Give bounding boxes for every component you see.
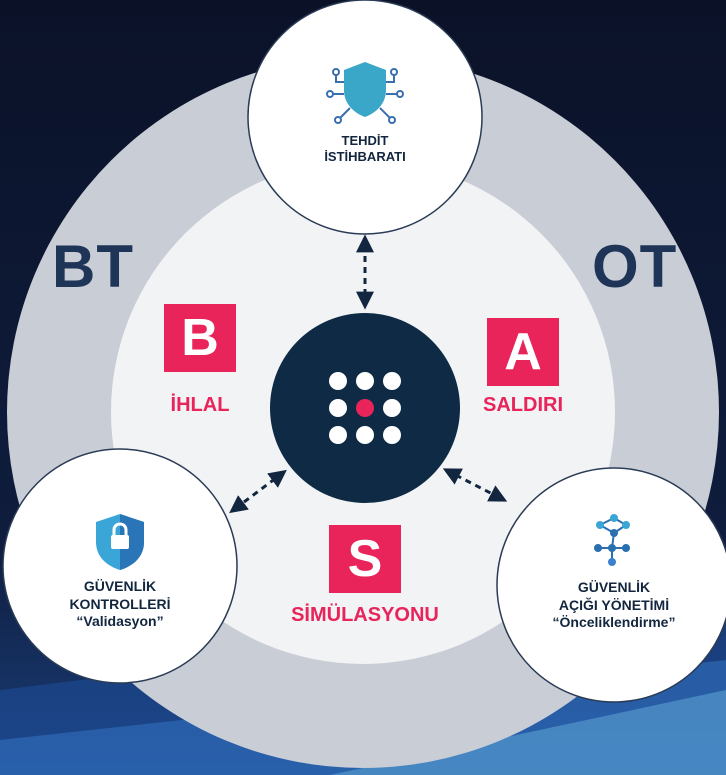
side-label-ot: OT [592,233,678,300]
left-node-line3: “Validasyon” [76,613,164,629]
network-nodes-dots [594,514,630,566]
right-node-label: GÜVENLİK AÇIĞI YÖNETİMİ “Önceliklendirme… [524,579,704,632]
top-node-line2: İSTİHBARATI [324,149,406,165]
right-node-line1: GÜVENLİK [577,579,651,595]
letter-b: B [164,304,236,372]
side-label-bt: BT [52,233,134,300]
right-node [496,467,726,703]
dot-grid-icon [329,372,401,444]
word-ihlal: İHLAL [170,394,230,416]
top-node-label: TEHDİT İSTİHBARATI [285,133,445,166]
letter-a: A [487,318,559,386]
word-saldiri: SALDIRI [483,394,563,416]
shield-lock-icon [96,514,144,570]
letter-s: S [329,525,401,593]
left-node-line1: GÜVENLİK [83,578,157,594]
right-node-line3: “Önceliklendirme” [552,614,676,630]
word-simulasyonu: SİMÜLASYONU [291,604,439,626]
top-node-line1: TEHDİT [341,133,389,148]
right-node-line2: AÇIĞI YÖNETİMİ [558,596,670,613]
left-node-label: GÜVENLİK KONTROLLERİ “Validasyon” [35,578,205,631]
left-node-line2: KONTROLLERİ [69,595,171,612]
shield-network-icon [326,62,404,124]
